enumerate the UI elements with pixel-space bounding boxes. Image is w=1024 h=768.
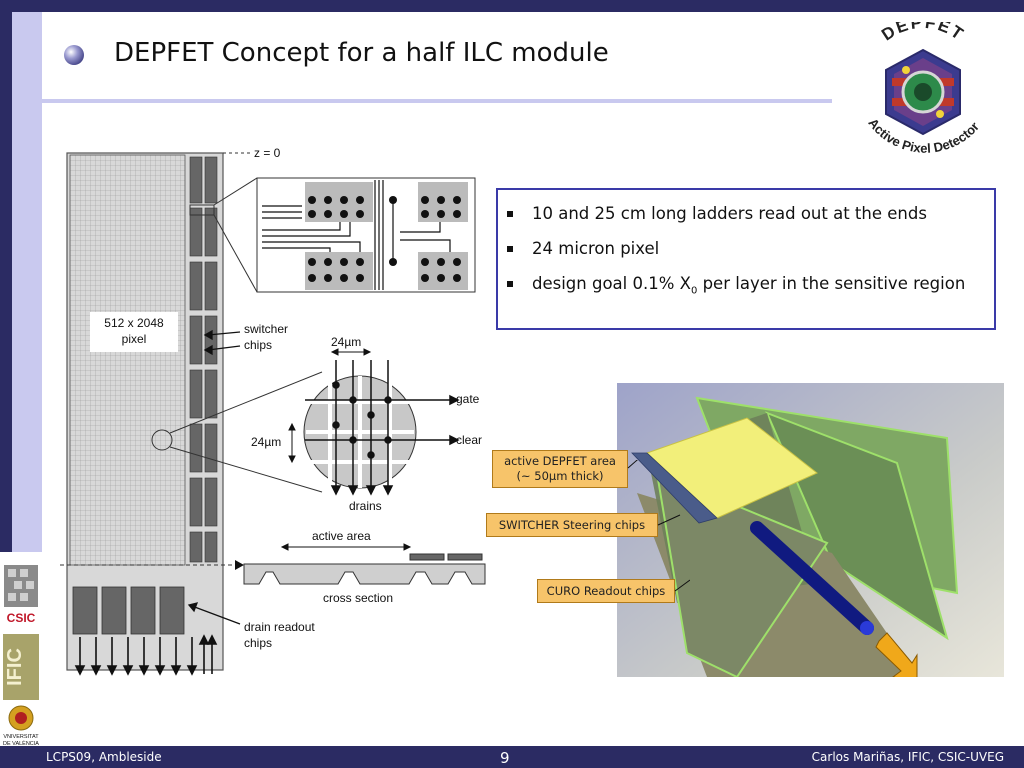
title-bullet-icon [64, 45, 84, 65]
bullet-design-goal: design goal 0.1% X0 per layer in the sen… [507, 272, 984, 303]
drain-readout-chips [72, 586, 185, 635]
callout-leaders [627, 460, 690, 592]
csic-logo: CSIC [4, 565, 38, 625]
left-accent-bar [12, 12, 42, 552]
bullet-ladders: 10 and 25 cm long ladders read out at th… [507, 202, 984, 226]
left-bar [0, 12, 12, 552]
pointer-arrow [875, 632, 918, 677]
module-schematic: z = 0 [60, 146, 486, 676]
active-area-label: active area [312, 529, 371, 543]
footer-bar: LCPS09, Ambleside 9 Carlos Mariñas, IFIC… [0, 746, 1024, 768]
switcher-label-2: chips [244, 338, 272, 352]
svg-text:DEPFET: DEPFET [878, 22, 968, 45]
valencia-logo: VNIVERSITAT DE VALÈNCIA [3, 705, 39, 747]
drain-label-2: chips [244, 636, 272, 650]
valencia-text-2: DE VALÈNCIA [3, 740, 39, 747]
footer-event: LCPS09, Ambleside [46, 750, 162, 764]
top-bar [0, 0, 1024, 12]
slide-title: DEPFET Concept for a half ILC module [114, 38, 609, 68]
footer-author: Carlos Mariñas, IFIC, CSIC-UVEG [811, 750, 1004, 764]
beam-pipe [750, 521, 874, 635]
switcher-label-1: switcher [244, 322, 288, 336]
info-box: 10 and 25 cm long ladders read out at th… [496, 188, 996, 330]
ific-text: IFIC [4, 648, 26, 686]
pixel-matrix [69, 154, 186, 566]
pixel-unit-label: pixel [122, 332, 147, 346]
curo-callout: CURO Readout chips [537, 579, 675, 603]
pitch-side-label: 24µm [251, 435, 281, 449]
page-number: 9 [500, 749, 510, 767]
cross-section-label: cross section [323, 591, 393, 605]
detector-rendering [617, 383, 1004, 677]
cross-section-profile [243, 563, 486, 585]
drain-label-1: drain readout [244, 620, 315, 634]
drains-label: drains [349, 499, 382, 513]
pitch-top-label: 24µm [331, 335, 361, 349]
csic-text: CSIC [7, 611, 36, 625]
active-depfet-callout: active DEPFET area (~ 50µm thick) [492, 450, 628, 488]
depfet-logo: DEPFET Active Pixel Detector [865, 22, 982, 156]
switcher-callout: SWITCHER Steering chips [486, 513, 658, 537]
pixel-count-label: 512 x 2048 [104, 316, 164, 330]
gate-label: gate [456, 392, 480, 406]
clear-label: clear [456, 433, 482, 447]
valencia-text-1: VNIVERSITAT [3, 734, 39, 740]
logo-top-text: DEPFET [878, 22, 966, 45]
readout-arrows [74, 634, 218, 676]
switcher-chip-column [189, 156, 218, 563]
title-underline [42, 99, 832, 103]
z0-label: z = 0 [254, 146, 281, 160]
bullet-pixel: 24 micron pixel [507, 237, 984, 261]
ific-logo: IFIC [3, 634, 39, 700]
